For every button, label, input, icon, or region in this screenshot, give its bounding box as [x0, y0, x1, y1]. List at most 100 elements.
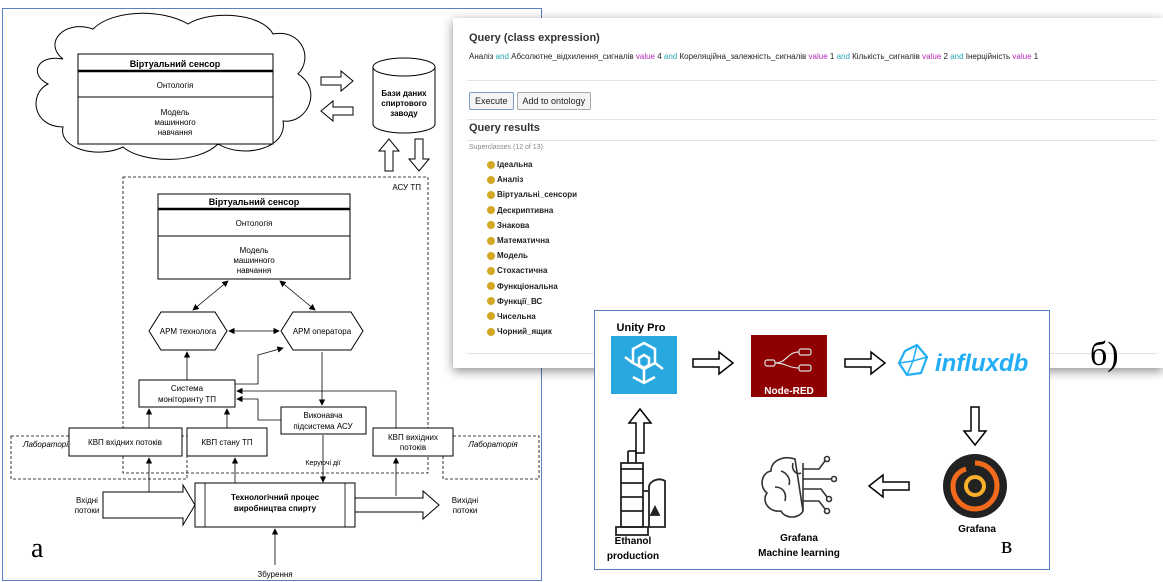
result-label: Чорний_ящик	[497, 327, 552, 337]
execute-button[interactable]: Execute	[469, 92, 514, 110]
output-label-2: потоки	[453, 506, 478, 515]
result-item[interactable]: Віртуальні_сенсори	[487, 187, 577, 202]
result-label: Знакова	[497, 220, 530, 230]
output-flow-arrow	[354, 489, 440, 521]
expr-keyword-and: and	[663, 52, 678, 61]
class-dot-icon	[487, 312, 495, 321]
panel-b-letter: б)	[1090, 336, 1119, 373]
result-item[interactable]: Модель	[487, 248, 577, 263]
result-item[interactable]: Функції_ВС	[487, 294, 577, 309]
expr-keyword-value: value	[1012, 52, 1032, 61]
result-label: Модель	[497, 251, 528, 261]
result-item[interactable]: Аналіз	[487, 172, 577, 187]
kvp-out-box	[372, 427, 454, 457]
asu-label: АСУ ТП	[392, 183, 421, 192]
cloud-sensor-title: Віртуальний сенсор	[130, 59, 221, 69]
exec-label-1: Виконавча	[303, 411, 343, 420]
asu-diagram-svg: Віртуальний сенсор Онтологія Модель маши…	[10, 12, 540, 579]
db-label-1: Бази даних	[381, 89, 427, 98]
hollow-arrow-down	[407, 138, 431, 172]
hollow-arrow-right	[692, 350, 735, 376]
monitor-label-2: моніторинту ТП	[158, 395, 216, 404]
class-dot-icon	[487, 282, 495, 291]
result-item[interactable]: Ідеальна	[487, 157, 577, 172]
expr-token: Кореляційна_залежність_сигналів	[677, 52, 809, 61]
grafana-icon	[943, 454, 1007, 518]
result-label: Ідеальна	[497, 160, 533, 170]
panel-a-letter: а	[31, 533, 44, 564]
expr-token: 1	[1031, 52, 1039, 61]
result-item[interactable]: Дескриптивна	[487, 203, 577, 218]
kvp-state-label: КВП стану ТП	[201, 438, 253, 447]
result-label: Чисельна	[497, 311, 536, 321]
result-item[interactable]: Чисельна	[487, 309, 577, 324]
result-item[interactable]: Знакова	[487, 218, 577, 233]
class-dot-icon	[487, 266, 495, 275]
arm-tech-label: АРМ технолога	[160, 327, 217, 336]
arm-tech-hexagon	[148, 311, 228, 351]
output-label-1: Вихідні	[452, 496, 479, 505]
inner-ml-label-3: навчання	[237, 266, 272, 275]
panel-a-asu-diagram: Віртуальний сенсор Онтологія Модель маши…	[2, 8, 542, 581]
pipeline-svg: Unity Pro Node-RED	[607, 322, 1028, 562]
influx-label: influxdb	[935, 350, 1028, 377]
class-dot-icon	[487, 206, 495, 215]
result-item[interactable]: Функціональна	[487, 279, 577, 294]
cloud-ml-label-1: Модель	[161, 108, 190, 117]
class-dot-icon	[487, 175, 495, 184]
unity-label: Unity Pro	[617, 322, 666, 334]
expr-keyword-and: and	[836, 52, 850, 61]
results-title: Query results	[469, 122, 540, 134]
result-label: Стохастична	[497, 266, 548, 276]
cloud-ontology-label: Онтологія	[157, 81, 194, 90]
hollow-arrow-left	[867, 473, 910, 499]
class-dot-icon	[487, 236, 495, 245]
expr-keyword-value: value	[808, 52, 828, 61]
panel-b-ontology-query: Query (class expression) Аналіз and Абсо…	[453, 18, 1163, 368]
divider	[467, 140, 1157, 141]
result-label: Функції_ВС	[497, 296, 543, 306]
expr-keyword-value: value	[635, 52, 655, 61]
nodered-label: Node-RED	[764, 386, 813, 397]
lab-left-label: Лабораторія	[22, 440, 73, 449]
panel-v-letter: в	[1001, 533, 1013, 559]
disturbance-label: Збурення	[257, 570, 292, 579]
hollow-arrow-right	[320, 69, 354, 93]
expr-token: 4	[655, 52, 664, 61]
exec-label-2: підсистема АСУ	[293, 422, 353, 431]
ethanol-label-1: Ethanol	[615, 536, 652, 547]
db-label-3: заводу	[390, 109, 418, 118]
process-box	[194, 482, 356, 528]
ml-label-2: Machine learning	[758, 548, 840, 559]
result-item[interactable]: Стохастична	[487, 263, 577, 278]
lab-right-label: Лабораторія	[467, 440, 518, 449]
hollow-arrow-right	[844, 350, 887, 376]
class-dot-icon	[487, 190, 495, 199]
influxdb-icon	[897, 343, 929, 377]
result-item[interactable]: Математична	[487, 233, 577, 248]
class-dot-icon	[487, 251, 495, 260]
result-item[interactable]: Чорний_ящик	[487, 324, 577, 339]
add-to-ontology-button[interactable]: Add to ontology	[516, 92, 592, 110]
input-label-1: Вхідні	[76, 496, 98, 505]
lab-right-boundary	[442, 435, 540, 480]
result-label: Віртуальні_сенсори	[497, 190, 578, 200]
arm-oper-label: АРМ оператора	[293, 327, 352, 336]
monitoring-box	[138, 379, 236, 408]
query-expression[interactable]: Аналіз and Абсолютне_відхилення_сигналів…	[469, 52, 1038, 61]
class-dot-icon	[487, 297, 495, 306]
divider	[467, 119, 1157, 120]
ethanol-plant-icon	[615, 450, 666, 536]
query-title: Query (class expression)	[469, 32, 600, 44]
expr-keyword-value: value	[922, 52, 942, 61]
hollow-arrow-up	[377, 138, 401, 172]
result-label: Математична	[497, 236, 550, 246]
hollow-arrow-left	[320, 99, 354, 123]
input-label-2: потоки	[75, 506, 100, 515]
expr-token: Інерційність	[963, 52, 1013, 61]
database-cylinder	[372, 67, 436, 134]
inner-sensor-title: Віртуальний сенсор	[209, 197, 300, 207]
class-dot-icon	[487, 160, 495, 169]
